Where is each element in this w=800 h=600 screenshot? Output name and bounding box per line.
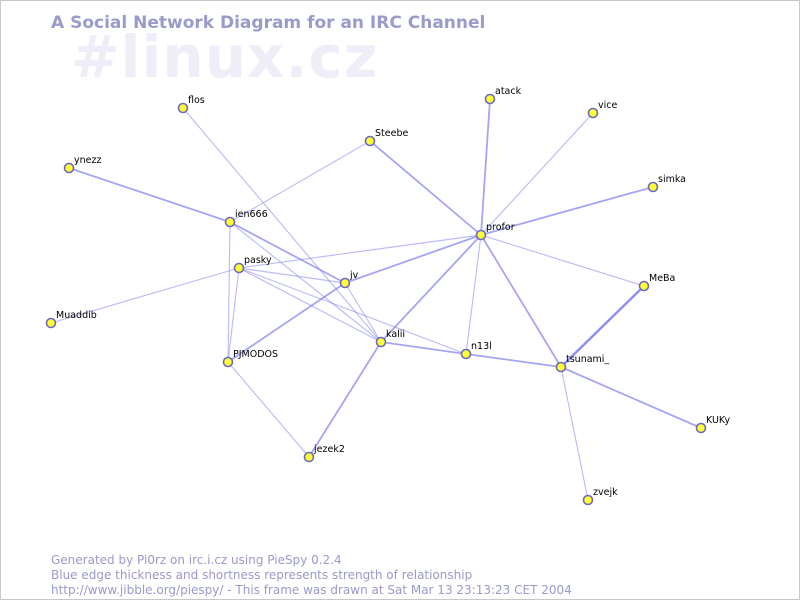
node-ien666: ien666 (224, 209, 268, 228)
edge-MeBa-tsunami_ (559, 284, 646, 369)
edge-ynezz-ien666 (68, 167, 231, 223)
node-label: Muaddib (56, 310, 97, 321)
edge-flos-kalii (182, 107, 382, 343)
node-Muaddib: Muaddib (45, 310, 97, 329)
channel-watermark: #linux.cz (71, 23, 379, 91)
node-label: ynezz (74, 155, 101, 166)
node-label: flos (188, 95, 205, 106)
node-marker (222, 356, 234, 368)
node-marker (587, 107, 599, 119)
node-marker (45, 317, 57, 329)
edge-Steebe-profor (369, 140, 482, 236)
node-label: jezek2 (313, 444, 345, 455)
node-marker (177, 102, 189, 114)
node-marker (303, 451, 315, 463)
edge-atack-profor (480, 98, 491, 236)
edge-PJMODOS-jezek2 (227, 361, 310, 458)
edge-profor-tsunami_ (480, 234, 562, 368)
node-marker (63, 162, 75, 174)
edge-PJMODOS-jv (227, 282, 346, 363)
edge-kalii-jezek2 (308, 341, 382, 458)
edge-kalii-profor (380, 234, 482, 343)
node-label: jv (349, 270, 359, 281)
node-jezek2: jezek2 (303, 444, 345, 463)
node-marker (484, 93, 496, 105)
edge-pasky-Muaddib (50, 267, 240, 324)
node-jv: jv (339, 270, 359, 289)
edge-pasky-profor (238, 234, 482, 269)
edge-pasky-n13l (238, 267, 467, 355)
edge-ien666-Steebe (229, 140, 371, 223)
node-marker (638, 280, 650, 292)
node-marker (555, 361, 567, 373)
node-zvejk: zvejk (582, 487, 618, 506)
node-label: zvejk (593, 487, 618, 498)
node-ynezz: ynezz (63, 155, 101, 174)
edge-profor-n13l (465, 234, 482, 355)
node-marker (224, 216, 236, 228)
edge-jv-kalii (344, 282, 382, 343)
footer-url-timestamp: http://www.jibble.org/piespy/ - This fra… (51, 583, 572, 597)
node-label: MeBa (649, 273, 675, 284)
node-kalii: kalii (375, 329, 405, 348)
node-marker (475, 229, 487, 241)
node-n13l: n13l (460, 341, 492, 360)
edge-ien666-PJMODOS (227, 221, 231, 363)
node-tsunami_: tsunami_ (555, 354, 609, 373)
diagram-title: A Social Network Diagram for an IRC Chan… (51, 13, 486, 33)
node-label: profor (486, 222, 515, 233)
edge-ien666-jv (229, 221, 346, 284)
node-label: n13l (471, 341, 492, 352)
node-label: kalii (386, 329, 405, 340)
node-simka: simka (647, 174, 686, 193)
node-marker (364, 135, 376, 147)
edge-ien666-kalii (229, 221, 382, 343)
edge-tsunami_-KUKy (560, 366, 702, 429)
node-pasky: pasky (233, 255, 272, 274)
node-label: pasky (244, 255, 272, 266)
node-MeBa: MeBa (638, 273, 675, 292)
node-label: PJMODOS (233, 349, 278, 360)
edge-pasky-jv (238, 267, 346, 284)
edges-layer (50, 98, 702, 501)
node-marker (375, 336, 387, 348)
node-label: KUKy (706, 415, 730, 426)
edge-pasky-kalii (238, 267, 382, 343)
node-marker (647, 181, 659, 193)
node-PJMODOS: PJMODOS (222, 349, 278, 368)
node-profor: profor (475, 222, 515, 241)
node-label: tsunami_ (566, 354, 609, 365)
node-flos: flos (177, 95, 205, 114)
node-marker (460, 348, 472, 360)
edge-profor-MeBa (480, 234, 645, 287)
footer-legend-note: Blue edge thickness and shortness repres… (51, 568, 473, 582)
edge-pasky-PJMODOS (227, 267, 240, 363)
node-marker (695, 422, 707, 434)
footer-generated-by: Generated by Pi0rz on irc.i.cz using Pie… (51, 553, 342, 567)
node-vice: vice (587, 100, 617, 119)
node-label: simka (658, 174, 686, 185)
edge-kalii-n13l (380, 341, 467, 355)
edge-vice-profor (480, 112, 594, 236)
edge-tsunami_-zvejk (560, 366, 589, 501)
node-marker (233, 262, 245, 274)
node-label: ien666 (235, 209, 268, 220)
node-label: Steebe (375, 128, 408, 139)
node-atack: atack (484, 86, 522, 105)
edge-jv-profor (344, 234, 482, 284)
edge-n13l-tsunami_ (465, 353, 562, 368)
node-Steebe: Steebe (364, 128, 408, 147)
node-label: atack (495, 86, 522, 97)
node-marker (339, 277, 351, 289)
footer: Generated by Pi0rz on irc.i.cz using Pie… (51, 553, 572, 598)
node-marker (582, 494, 594, 506)
node-label: vice (598, 100, 617, 111)
node-KUKy: KUKy (695, 415, 730, 434)
edge-simka-profor (480, 186, 654, 236)
